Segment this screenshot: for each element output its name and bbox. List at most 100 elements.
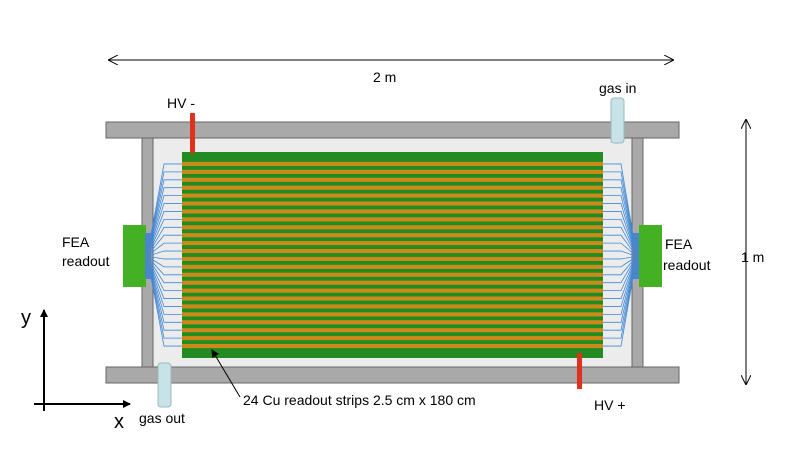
cu-readout-strip [182, 201, 603, 206]
cu-readout-strip [182, 336, 603, 341]
cu-readout-strip [182, 312, 603, 317]
fea-connector-left [123, 225, 146, 287]
cu-readout-strip [182, 288, 603, 293]
fanout-wire [603, 234, 634, 252]
fanout-wire [603, 256, 634, 260]
fanout-wire [150, 203, 182, 245]
strips-pointer-arrow [211, 349, 241, 398]
cu-readout-strip [182, 217, 603, 222]
hv-minus-label: HV - [167, 95, 195, 111]
fanout-wire [150, 271, 182, 323]
readout-strips [182, 152, 603, 358]
cu-readout-strip [182, 328, 603, 333]
fanout-wire [603, 267, 634, 307]
fanout-wire [150, 256, 182, 260]
cu-readout-strip [182, 304, 603, 309]
fanout-wire [603, 242, 634, 254]
cu-readout-strip [182, 177, 603, 182]
fanout-wire [150, 267, 182, 307]
gas-in-pipe [610, 97, 625, 144]
cu-readout-strip [182, 248, 603, 254]
fea-left-label-line1: FEA [62, 234, 90, 250]
hv-plus-connector [577, 353, 582, 389]
fanout-wire [150, 242, 182, 254]
fanout-wire [150, 260, 182, 276]
cu-readout-strip [182, 256, 603, 262]
cu-readout-strip [182, 185, 603, 190]
gas-in-label: gas in [599, 80, 636, 96]
fanout-wire [150, 163, 182, 236]
fanout-wire [150, 269, 182, 315]
fanout-wire [150, 211, 182, 247]
fanout-wire [150, 179, 182, 239]
fea-connector-left-pins [145, 233, 151, 279]
readout-board [182, 152, 603, 358]
fanout-wire [150, 234, 182, 252]
y-axis-label: y [21, 307, 31, 329]
fanout-wire [603, 276, 634, 347]
cu-readout-strip [182, 169, 603, 174]
cu-readout-strip [182, 320, 603, 325]
hv-minus-connector [190, 113, 195, 153]
fanout-wire [603, 187, 634, 241]
fanout-wire [150, 275, 182, 339]
fanout-wire [150, 258, 182, 268]
fanout-wire [603, 262, 634, 284]
fanout-wire [603, 250, 634, 256]
fanout-wire [603, 171, 634, 237]
fanout-wire [603, 218, 634, 248]
cu-readout-strip [182, 272, 603, 277]
fanout-wire [603, 203, 634, 245]
cu-readout-strip [182, 225, 603, 230]
fanout-wire [603, 273, 634, 331]
fanout-wires-right [603, 163, 634, 347]
fanout-wire [603, 264, 634, 292]
fanout-wire [150, 171, 182, 237]
width-label: 2 m [373, 69, 396, 85]
fanout-wires-left [150, 163, 182, 347]
fanout-wire [603, 275, 634, 339]
gas-out-label: gas out [139, 410, 185, 426]
fanout-wire [603, 211, 634, 247]
fanout-wire [603, 269, 634, 315]
fanout-wire [603, 179, 634, 239]
fanout-wire [150, 187, 182, 241]
fanout-wire [603, 195, 634, 243]
fanout-wire [150, 218, 182, 248]
cu-readout-strip [182, 296, 603, 301]
fanout-wire [150, 276, 182, 347]
cu-readout-strip [182, 241, 603, 246]
fea-connector-right [639, 225, 662, 287]
cu-readout-strip [182, 343, 603, 349]
fanout-wire [150, 226, 182, 250]
fanout-wire [150, 264, 182, 292]
fanout-wire [603, 163, 634, 236]
top-frame-bar [105, 121, 680, 139]
fanout-wire [603, 226, 634, 250]
bottom-frame-bar [105, 366, 680, 384]
cu-readout-strip [182, 209, 603, 214]
cu-readout-strip [182, 193, 603, 198]
height-label: 1 m [741, 249, 764, 265]
cu-readout-strip [182, 161, 603, 167]
hv-plus-label: HV + [594, 397, 626, 413]
fanout-wire [603, 271, 634, 323]
strips-annotation: 24 Cu readout strips 2.5 cm x 180 cm [243, 392, 476, 408]
cu-readout-strip [182, 233, 603, 238]
fea-left-label-line2: readout [62, 253, 110, 269]
fanout-wire [603, 260, 634, 276]
gas-out-pipe [157, 362, 172, 408]
fanout-wire [150, 195, 182, 243]
fanout-wire [150, 250, 182, 256]
fea-right-label-line1: FEA [665, 236, 693, 252]
fanout-wire [150, 273, 182, 331]
fanout-wire [603, 258, 634, 268]
fea-connector-right-pins [633, 233, 639, 279]
fanout-wire [150, 262, 182, 284]
fea-right-label-line2: readout [663, 257, 711, 273]
x-axis-label: x [114, 411, 124, 433]
fanout-wire [150, 265, 182, 299]
cu-readout-strip [182, 280, 603, 285]
